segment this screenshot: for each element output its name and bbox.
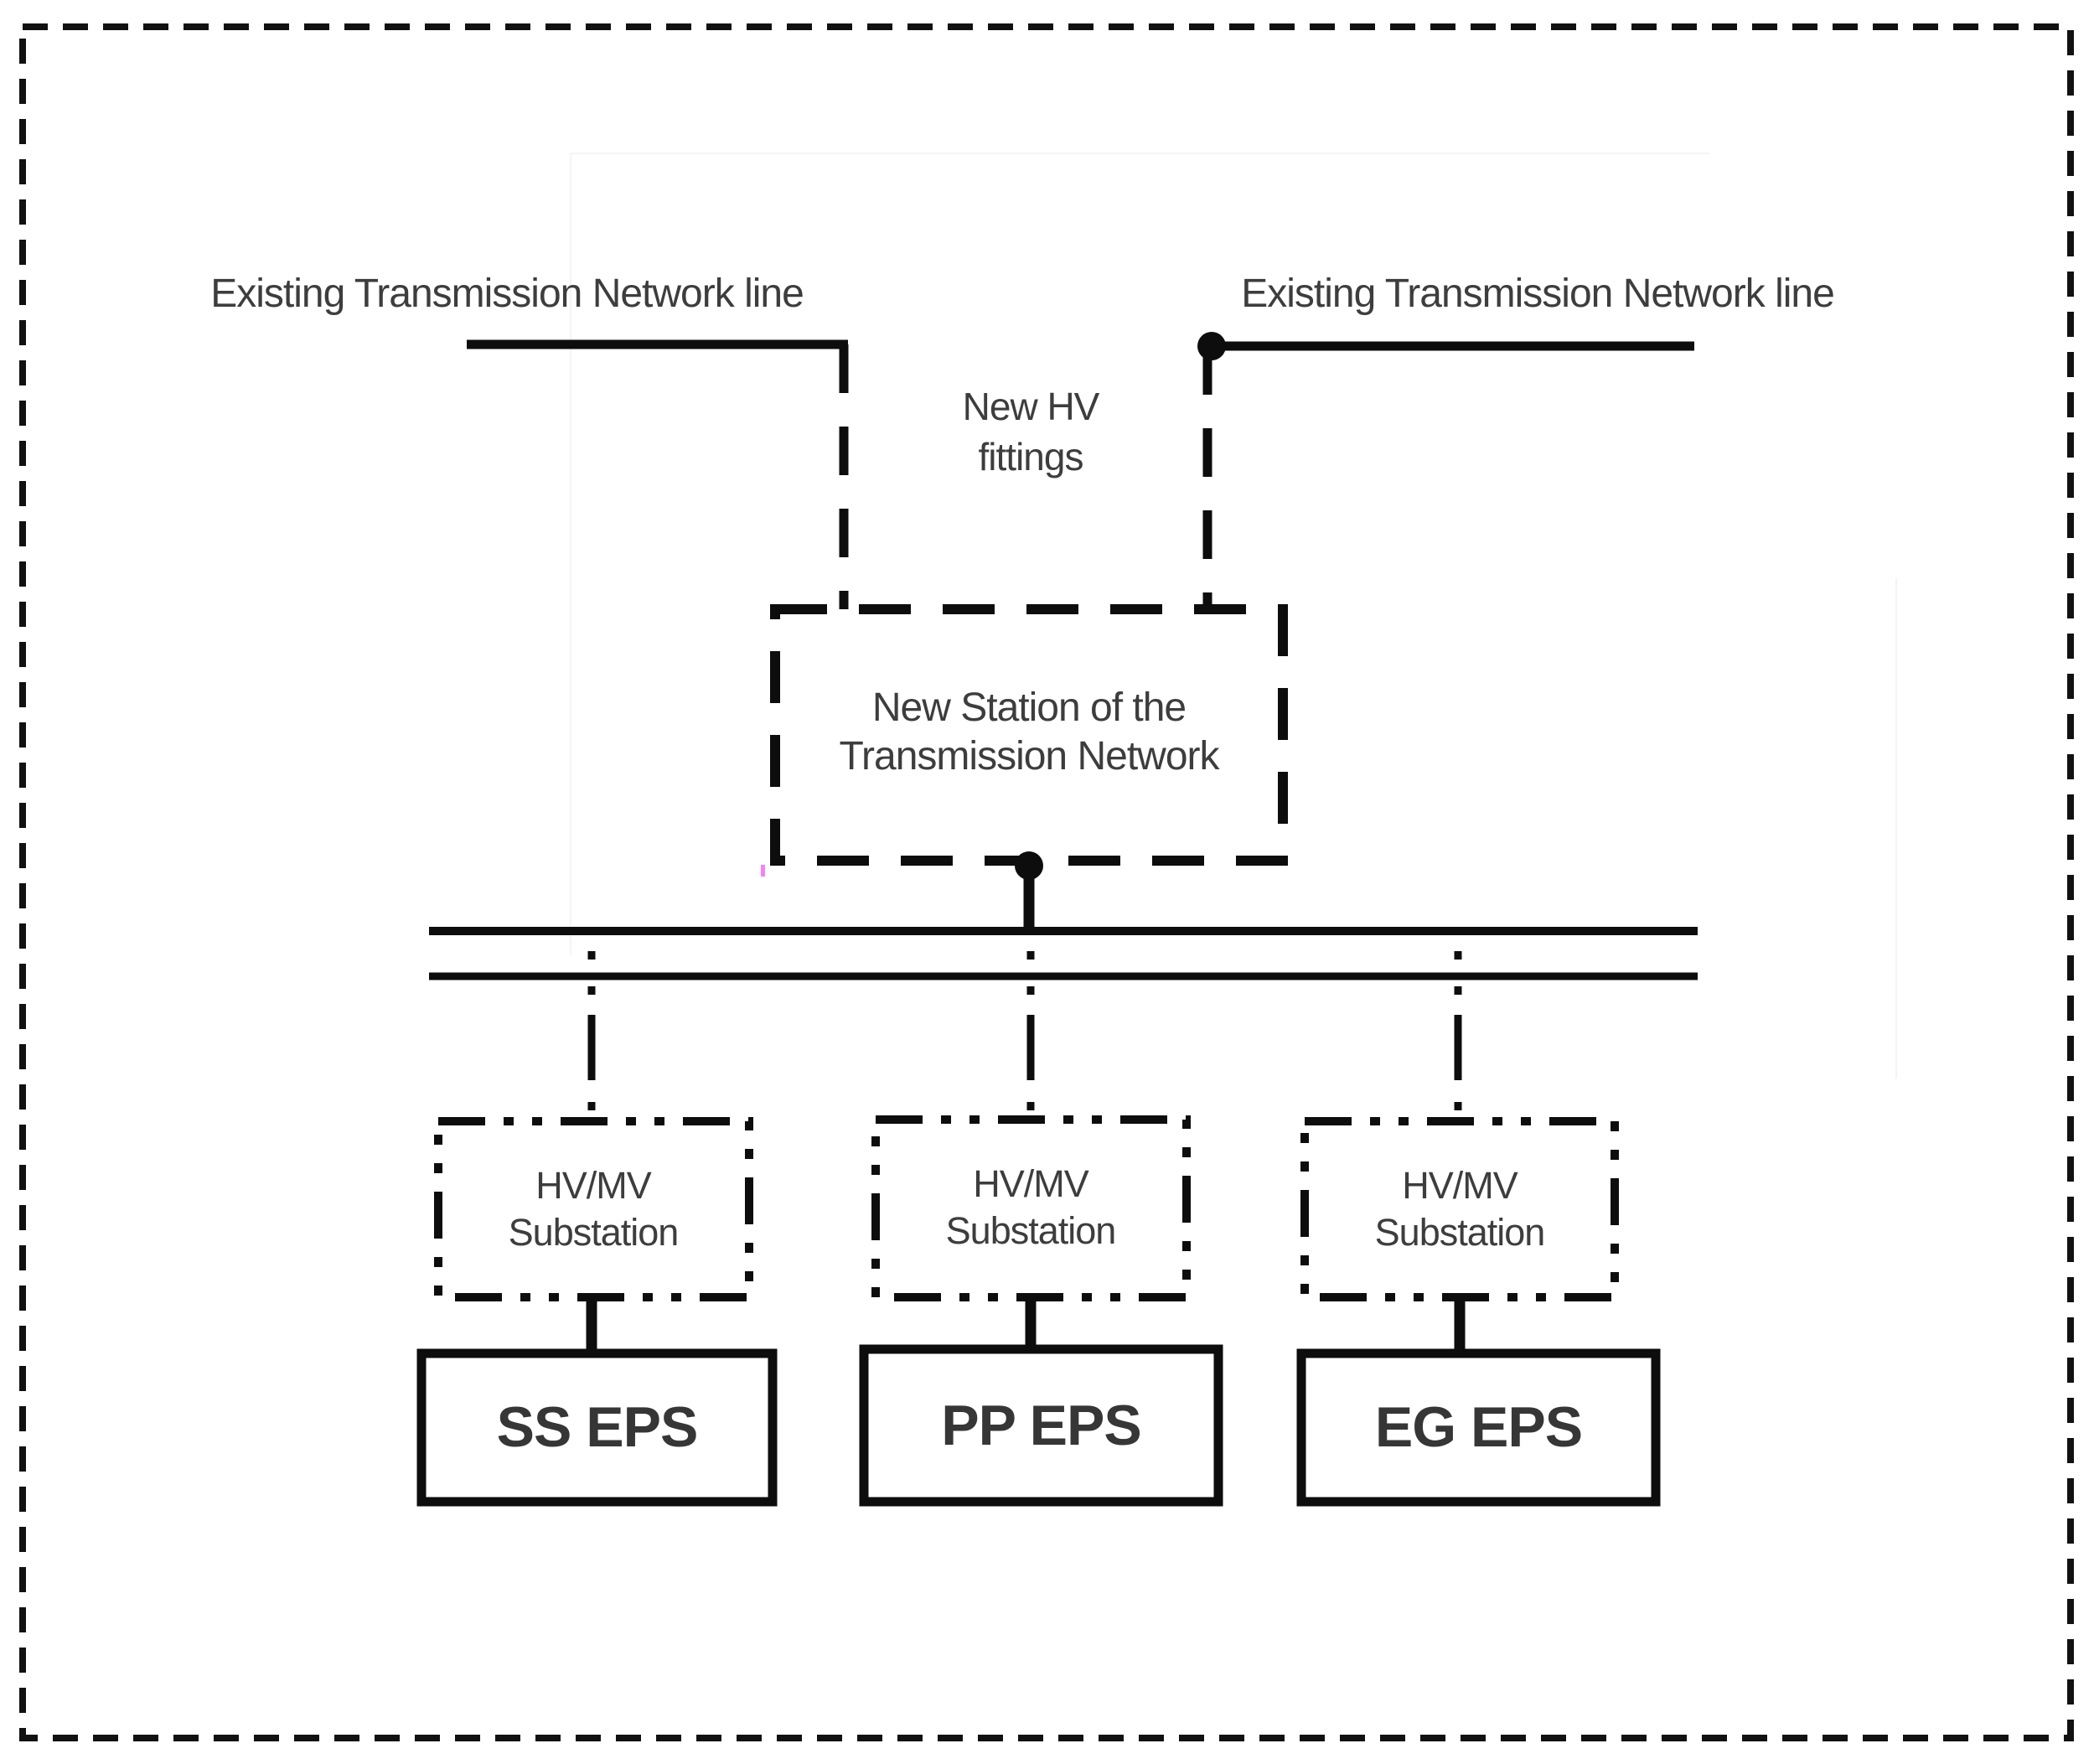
eps-label-eg: EG EPS (1374, 1395, 1583, 1459)
substation-box-outline-middle (871, 1115, 1191, 1301)
paste-seam-group (570, 153, 1897, 1079)
eps-label-pp: PP EPS (941, 1394, 1141, 1457)
eps-box-outline-left (416, 1348, 778, 1507)
substation-box-outline-left (434, 1117, 753, 1301)
eps-box-outline-right (1296, 1348, 1661, 1507)
substation-label-middle: HV/MV Substation (945, 1162, 1117, 1252)
eps-box-outline-middle (859, 1344, 1223, 1507)
left-transmission-line-label: Existing Transmission Network line (210, 272, 804, 316)
figure-dashed-border (19, 23, 2074, 1741)
station-box-outline (770, 604, 1288, 866)
new-station-label: New Station of the Transmission Network (839, 685, 1220, 779)
pink-artifact-mark (761, 865, 765, 877)
substation-label-left: HV/MV Substation (508, 1164, 680, 1254)
eps-label-ss: SS EPS (496, 1395, 699, 1459)
substation-label-right: HV/MV Substation (1374, 1164, 1546, 1254)
substation-box-outline-right (1300, 1117, 1619, 1301)
right-transmission-line-label: Existing Transmission Network line (1241, 272, 1835, 316)
new-hv-fittings-label: New HV fittings (962, 385, 1100, 479)
